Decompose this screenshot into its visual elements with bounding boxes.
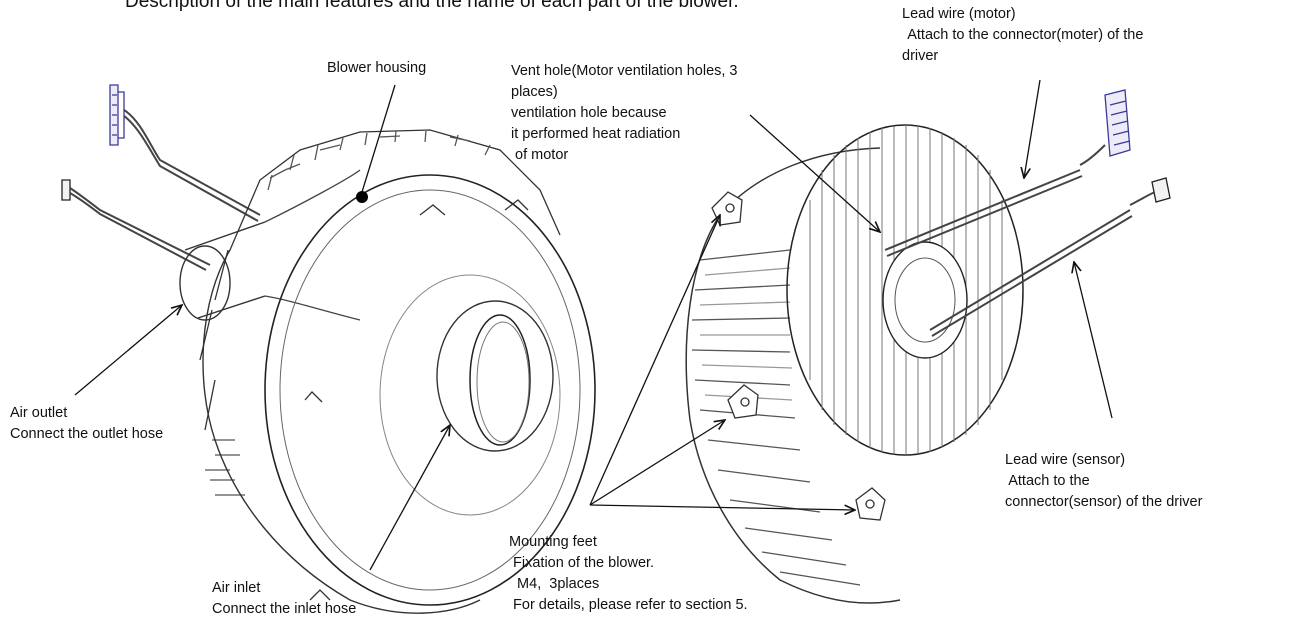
label-blower-housing: Blower housing: [327, 58, 426, 79]
blower-front-view: [61, 84, 596, 614]
label-line: Connect the outlet hose: [10, 426, 164, 442]
label-line: Air inlet: [212, 580, 261, 596]
label-lead-wire-sensor: Lead wire (sensor) Attach to the connect…: [1005, 450, 1202, 513]
diagram-title: Description of the main features and the…: [125, 0, 739, 12]
label-line: Lead wire (motor): [902, 6, 1016, 22]
label-line: it performed heat radiation: [511, 126, 681, 142]
label-line: Attach to the: [1005, 473, 1090, 489]
label-line: Air outlet: [10, 405, 68, 421]
lead-wire-sensor-right: [929, 177, 1171, 337]
leader-lead-wire-motor: [1024, 79, 1041, 178]
label-line: M4, 3places: [509, 576, 600, 592]
lead-wire-motor-right: [884, 89, 1131, 257]
label-line: Blower housing: [327, 60, 427, 76]
leader-vent-hole: [749, 114, 880, 232]
label-air-inlet: Air inlet Connect the inlet hose: [212, 578, 356, 620]
blower-housing-marker: [356, 191, 368, 203]
leader-lines: [74, 79, 1113, 571]
lead-wire-sensor-left: [61, 179, 211, 271]
label-line: driver: [902, 48, 939, 64]
leader-mounting-foot-1: [589, 215, 720, 506]
leader-air-outlet: [74, 305, 182, 396]
label-line: Mounting feet: [509, 534, 597, 550]
label-line: Attach to the connector(moter) of the: [904, 27, 1144, 43]
label-line: Vent hole(Motor ventilation holes, 3: [511, 63, 738, 79]
label-line: of motor: [511, 147, 569, 163]
label-air-outlet: Air outlet Connect the outlet hose: [10, 403, 163, 445]
leader-air-inlet: [369, 425, 450, 571]
lead-wire-motor-left: [109, 84, 261, 222]
label-line: connector(sensor) of the driver: [1005, 494, 1203, 510]
leader-lead-wire-sensor: [1074, 262, 1113, 419]
label-line: Connect the inlet hose: [212, 601, 357, 617]
leader-mounting-foot-3: [589, 504, 855, 510]
label-mounting-feet: Mounting feet Fixation of the blower. M4…: [509, 532, 748, 616]
leader-blower-housing: [361, 84, 396, 193]
label-line: places): [511, 84, 558, 100]
label-line: Lead wire (sensor): [1005, 452, 1126, 468]
leader-mounting-foot-2: [589, 420, 725, 506]
label-line: Fixation of the blower.: [509, 555, 655, 571]
label-line: For details, please refer to section 5.: [509, 597, 748, 613]
label-vent-hole: Vent hole(Motor ventilation holes, 3 pla…: [511, 61, 738, 166]
label-line: ventilation hole because: [511, 105, 667, 121]
label-lead-wire-motor: Lead wire (motor) Attach to the connecto…: [902, 4, 1143, 67]
blower-rear-view: [685, 89, 1171, 604]
